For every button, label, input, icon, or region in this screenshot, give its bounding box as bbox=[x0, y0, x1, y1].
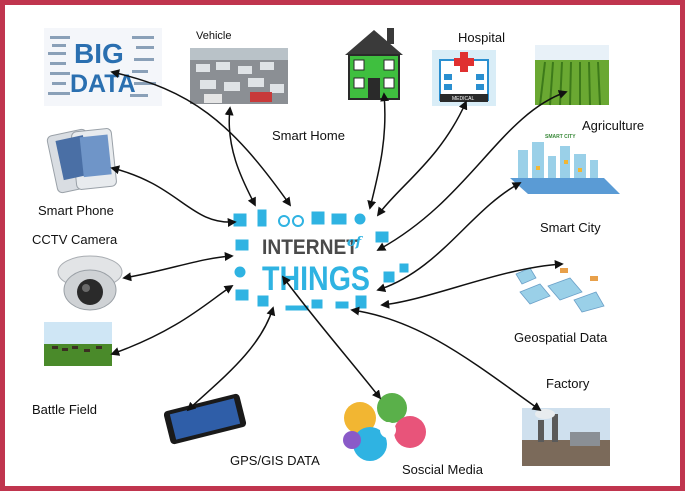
geospatial-data-image bbox=[508, 262, 608, 318]
label-smart-city: Smart City bbox=[540, 220, 601, 235]
big-data-word-big: BIG bbox=[74, 38, 124, 69]
label-vehicle: Vehicle bbox=[196, 30, 232, 42]
label-smart-home: Smart Home bbox=[272, 128, 345, 143]
iot-center-logo: INTERNET of THINGS bbox=[233, 209, 409, 311]
label-cctv-camera: CCTV Camera bbox=[32, 232, 118, 247]
social-media-image bbox=[343, 393, 426, 461]
arrow-smart-home bbox=[367, 92, 390, 210]
iot-title-things: THINGS bbox=[262, 260, 370, 298]
arrow-vehicle bbox=[224, 106, 256, 207]
connection-arrows bbox=[110, 69, 568, 412]
arrow-social-media bbox=[281, 275, 382, 400]
arrow-factory bbox=[350, 306, 542, 412]
gps-phone-image bbox=[163, 393, 247, 445]
hospital-icon: MEDICAL bbox=[432, 50, 496, 106]
smart-phone-image bbox=[46, 128, 117, 194]
big-data-word-data: DATA bbox=[70, 70, 136, 98]
iot-title-of: of bbox=[347, 235, 364, 250]
label-geospatial-data: Geospatial Data bbox=[514, 330, 608, 345]
label-social-media: Soscial Media bbox=[402, 462, 483, 477]
iot-title-internet: INTERNET bbox=[262, 236, 358, 259]
label-battle-field: Battle Field bbox=[32, 402, 98, 417]
arrow-geospatial bbox=[380, 259, 564, 309]
agriculture-image bbox=[535, 45, 609, 106]
label-smart-phone: Smart Phone bbox=[38, 203, 114, 218]
arrow-battle-field bbox=[110, 285, 234, 356]
label-hospital: Hospital bbox=[458, 30, 505, 45]
arrow-cctv bbox=[122, 251, 234, 282]
arrow-gps bbox=[186, 306, 276, 412]
cctv-camera-image bbox=[57, 255, 123, 311]
arrow-smart-phone bbox=[110, 165, 237, 227]
arrow-hospital bbox=[376, 100, 468, 217]
battle-field-image bbox=[44, 322, 112, 366]
hospital-sign-text: MEDICAL bbox=[452, 96, 474, 102]
label-factory: Factory bbox=[546, 376, 590, 391]
label-gps-gis-data: GPS/GIS DATA bbox=[230, 453, 320, 468]
label-agriculture: Agriculture bbox=[582, 118, 645, 133]
smart-city-image: SMART CITY bbox=[510, 134, 620, 194]
factory-image bbox=[522, 408, 610, 466]
smart-city-sign-text: SMART CITY bbox=[545, 134, 576, 140]
arrow-big-data bbox=[110, 69, 292, 207]
big-data-image: BIG DATA bbox=[44, 28, 162, 106]
smart-home-house-icon bbox=[345, 28, 403, 100]
vehicle-image bbox=[190, 48, 288, 104]
